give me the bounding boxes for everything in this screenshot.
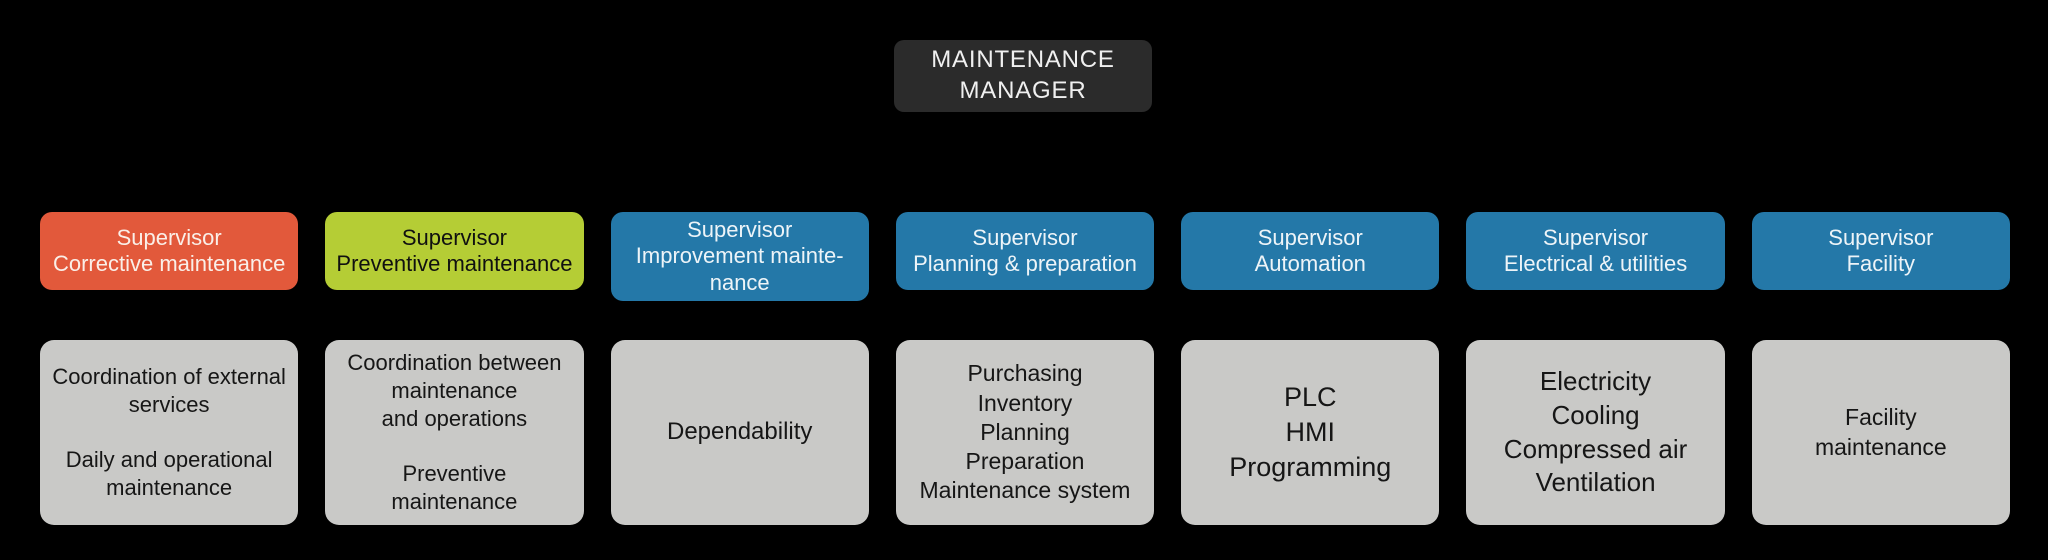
details-node-facility: Facility maintenance — [1751, 340, 2010, 525]
manager-node: MAINTENANCE MANAGER — [894, 40, 1152, 112]
supervisor-node-electrical-utilities: Supervisor Electrical & utilities — [1466, 212, 1725, 290]
supervisor-node-preventive-maintenance: Supervisor Preventive maintenance — [325, 212, 584, 290]
supervisor-label: Supervisor Electrical & utilities — [1503, 224, 1688, 276]
supervisor-label: Supervisor Automation — [1254, 224, 1366, 276]
details-text: Coordination of external services Daily … — [52, 363, 286, 501]
details-text: PLC HMI Programming — [1229, 381, 1392, 483]
details-text: Facility maintenance — [1814, 404, 1947, 460]
details-node-electrical-utilities: Electricity Cooling Compressed air Venti… — [1466, 340, 1725, 525]
details-node-preventive-maintenance: Coordination between maintenance and ope… — [325, 340, 584, 525]
supervisor-node-facility: Supervisor Facility — [1751, 212, 2010, 290]
supervisor-node-improvement-maintenance: Supervisor Improvement mainte- nance — [610, 212, 869, 302]
details-node-corrective-maintenance: Coordination of external services Daily … — [40, 340, 299, 525]
supervisor-node-planning-preparation: Supervisor Planning & preparation — [895, 212, 1155, 290]
supervisor-label: Supervisor Planning & preparation — [913, 224, 1137, 276]
details-node-improvement-maintenance: Dependability — [610, 340, 869, 525]
details-node-automation: PLC HMI Programming — [1181, 340, 1440, 525]
details-row: Coordination of external services Daily … — [40, 340, 2010, 525]
supervisor-label: Supervisor Preventive maintenance — [336, 224, 573, 276]
supervisor-label: Supervisor Facility — [1828, 224, 1934, 276]
supervisor-node-automation: Supervisor Automation — [1181, 212, 1440, 290]
supervisor-label: Supervisor Improvement mainte- nance — [635, 217, 844, 295]
details-node-planning-preparation: Purchasing Inventory Planning Preparatio… — [895, 340, 1155, 525]
details-text: Coordination between maintenance and ope… — [347, 350, 562, 514]
details-text: Electricity Cooling Compressed air Venti… — [1503, 365, 1688, 498]
manager-label: MAINTENANCE MANAGER — [931, 46, 1115, 104]
details-text: Dependability — [666, 418, 813, 446]
details-text: Purchasing Inventory Planning Preparatio… — [919, 360, 1131, 504]
supervisor-row: Supervisor Corrective maintenance Superv… — [40, 212, 2010, 302]
supervisor-label: Supervisor Corrective maintenance — [52, 224, 286, 276]
supervisor-node-corrective-maintenance: Supervisor Corrective maintenance — [40, 212, 299, 290]
